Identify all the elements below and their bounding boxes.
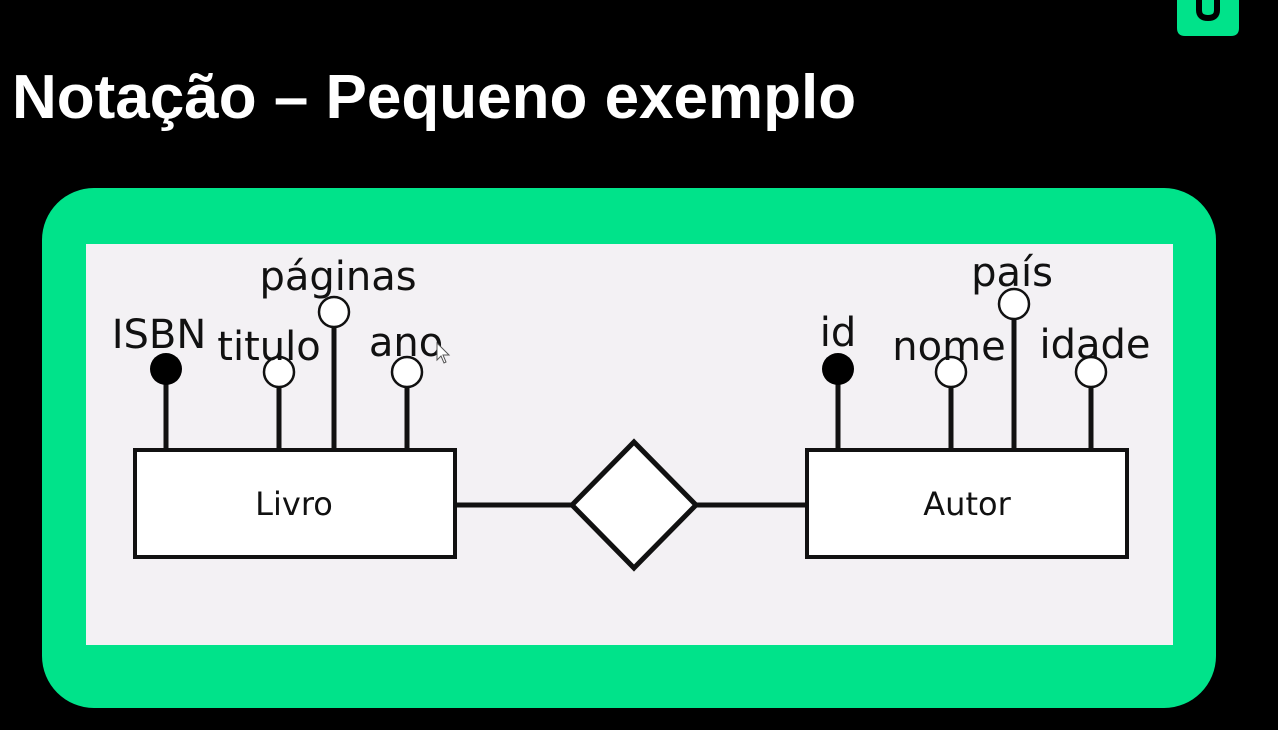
attribute-label-nome: nome (892, 324, 1005, 370)
relationship-diamond (568, 438, 700, 572)
mouse-cursor-icon (436, 341, 451, 364)
autor-attributes (835, 317, 1094, 450)
slide-title: Notação – Pequeno exemplo (12, 63, 857, 132)
attribute-label-id: id (820, 310, 857, 356)
attribute-label-ano: ano (369, 320, 443, 366)
entity-label-autor: Autor (923, 485, 1011, 523)
attribute-dot-paginas (317, 295, 351, 329)
attribute-label-titulo: titulo (217, 324, 320, 370)
entity-box-autor (805, 448, 1129, 559)
key-attribute-dot-id (822, 353, 854, 385)
attribute-dot-idade (1074, 355, 1108, 389)
attribute-dot-pais (997, 287, 1031, 321)
brand-logo-icon (1177, 0, 1239, 36)
attribute-label-isbn: ISBN (112, 312, 207, 358)
entity-label-livro: Livro (255, 485, 333, 523)
livro-attributes (163, 325, 410, 450)
attribute-dot-ano (390, 355, 424, 389)
entity-box-livro (133, 448, 457, 559)
attribute-label-paginas: páginas (259, 254, 416, 300)
attribute-dot-nome (934, 355, 968, 389)
attribute-label-idade: idade (1039, 322, 1150, 368)
attribute-dot-titulo (262, 355, 296, 389)
attribute-label-pais: país (971, 250, 1053, 296)
key-attribute-dot-isbn (150, 353, 182, 385)
